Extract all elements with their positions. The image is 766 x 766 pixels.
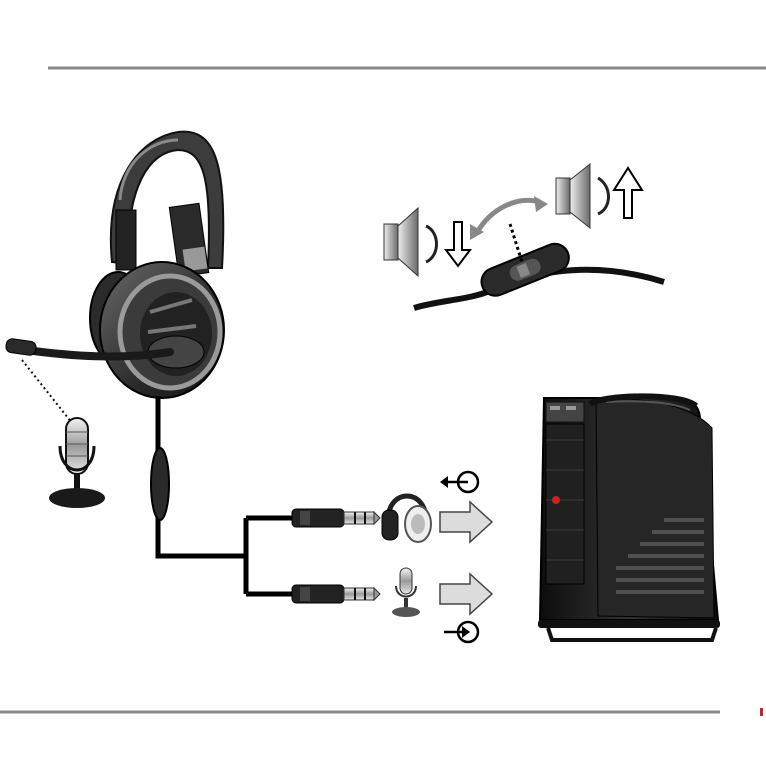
headset-illustration bbox=[5, 132, 224, 404]
small-microphone-icon bbox=[392, 568, 420, 617]
page-corner-mark bbox=[760, 708, 763, 716]
inline-volume-controller[interactable] bbox=[151, 448, 169, 520]
computer-tower-case bbox=[538, 396, 720, 640]
headphone-jack-plug bbox=[292, 509, 380, 527]
audio-output-port-icon bbox=[440, 472, 478, 492]
right-arrow-icon bbox=[440, 574, 492, 614]
headphones-icon bbox=[382, 496, 431, 542]
volume-adjust-arrow bbox=[476, 200, 540, 234]
right-arrow-icon bbox=[440, 502, 492, 542]
desk-microphone-icon bbox=[49, 418, 105, 508]
speaker-volume-down-icon bbox=[384, 208, 470, 276]
inline-volume-slider[interactable] bbox=[477, 240, 573, 300]
headset-cable bbox=[158, 404, 292, 594]
microphone-jack-plug bbox=[292, 585, 380, 603]
up-arrow-icon bbox=[614, 168, 642, 218]
speaker-volume-up-icon bbox=[556, 164, 642, 228]
down-arrow-icon bbox=[446, 222, 470, 266]
audio-input-port-icon bbox=[444, 622, 478, 642]
mic-leader-line bbox=[22, 360, 76, 428]
